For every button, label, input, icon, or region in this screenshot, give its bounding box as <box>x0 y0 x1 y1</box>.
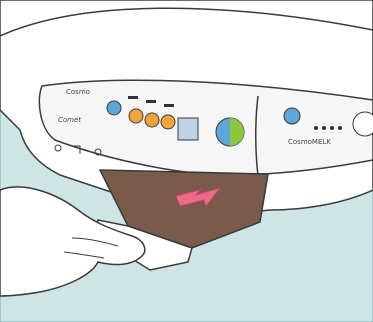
right-dial[interactable] <box>353 112 373 136</box>
orange-button-2[interactable] <box>145 113 159 127</box>
brand-label: Cosmo <box>66 88 90 96</box>
power-button[interactable] <box>107 101 121 115</box>
right-blue-button[interactable] <box>284 108 300 124</box>
orange-button-1[interactable] <box>129 109 143 123</box>
flow-control-box[interactable] <box>178 118 198 140</box>
indicator-2 <box>146 100 156 103</box>
indicator-3 <box>164 104 174 107</box>
brand-sub-label: Comet <box>58 116 81 124</box>
orange-button-3[interactable] <box>161 115 175 129</box>
indicator-1 <box>128 96 138 99</box>
brand-label-right: CosmoMELK <box>288 138 331 146</box>
